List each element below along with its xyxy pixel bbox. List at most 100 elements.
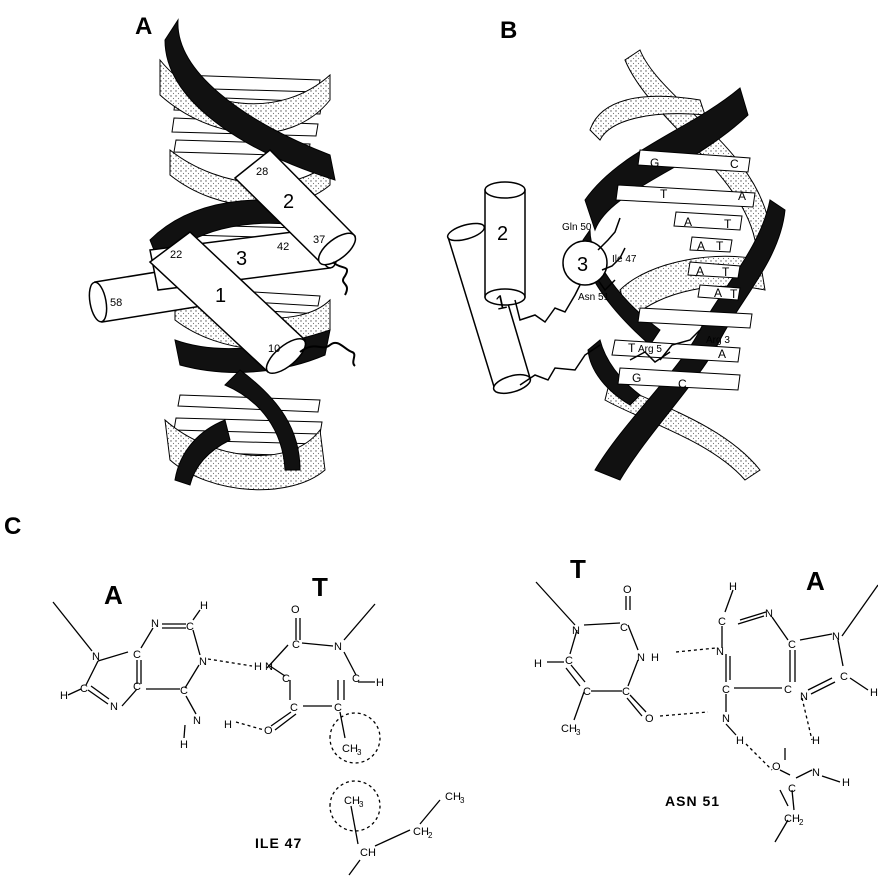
residue-arg5: Arg 5	[638, 344, 662, 355]
atom: H	[842, 777, 850, 789]
atom: N	[265, 661, 273, 673]
atom: CH	[784, 813, 800, 825]
atom: CH	[445, 791, 461, 803]
atom: C	[788, 639, 796, 651]
atom: H	[812, 735, 820, 747]
atom: CH	[342, 743, 358, 755]
atom: C	[840, 671, 848, 683]
panel-a-cylinder-2	[233, 148, 357, 266]
atom: O	[264, 725, 273, 737]
atom: H	[729, 581, 737, 593]
residue-37: 37	[313, 234, 325, 246]
panel-b-base-letters: G C T A A T A T A T A T T A G C	[628, 156, 746, 391]
atom-subscript: 2	[428, 831, 433, 840]
atom: H	[60, 690, 68, 702]
atom: C	[186, 621, 194, 633]
helix-1-label: 1	[215, 285, 226, 307]
atom: H	[200, 600, 208, 612]
b-helix-1-label: 1	[493, 291, 508, 315]
atom: H	[254, 661, 262, 673]
atom: N	[832, 631, 840, 643]
left-base-pair: A T	[52, 572, 465, 876]
atom: C	[133, 681, 141, 693]
residue-28: 28	[256, 166, 268, 178]
right-base-pair: T A	[534, 554, 878, 843]
right-bonds	[535, 581, 878, 843]
right-atoms: N C O N H C H C C O CH 3 H C N C N C C N	[534, 581, 878, 827]
bp-4-right: T	[716, 239, 724, 253]
atom: O	[645, 713, 654, 725]
right-base-T: T	[570, 554, 586, 584]
panel-b-side-chains	[514, 217, 701, 386]
atom: H	[736, 735, 744, 747]
atom: C	[718, 616, 726, 628]
b-helix-3-label: 3	[577, 254, 588, 276]
atom: H	[651, 652, 659, 664]
atom: C	[620, 622, 628, 634]
left-residue-label: ILE 47	[255, 835, 302, 851]
panel-c: C A T	[4, 513, 878, 876]
bp-7-left: T	[628, 341, 636, 355]
bp-2-left: T	[660, 187, 668, 201]
panel-b-cylinder-1	[446, 222, 532, 395]
atom: C	[622, 686, 630, 698]
atom: O	[291, 604, 300, 616]
residue-10: 10	[268, 343, 280, 355]
atom: N	[199, 656, 207, 668]
right-base-A: A	[806, 566, 825, 596]
atom: C	[290, 702, 298, 714]
atom-subscript: 3	[359, 800, 364, 809]
bp-6-left: A	[714, 286, 722, 300]
atom: C	[282, 673, 290, 685]
panel-b-base-pairs	[611, 149, 756, 391]
atom: H	[534, 658, 542, 670]
atom: C	[784, 684, 792, 696]
bp-1-right: C	[730, 157, 739, 171]
atom: C	[133, 649, 141, 661]
atom: N	[800, 691, 808, 703]
helix-2-label: 2	[283, 191, 294, 213]
left-base-T: T	[312, 572, 328, 602]
helix-3-label: 3	[236, 248, 247, 270]
residue-22: 22	[170, 249, 182, 261]
atom: N	[92, 651, 100, 663]
atom: CH	[344, 795, 360, 807]
atom-subscript: 3	[576, 728, 581, 737]
bp-8-right: C	[678, 377, 687, 391]
atom: C	[583, 686, 591, 698]
bp-5-right: T	[722, 265, 730, 279]
atom: C	[722, 684, 730, 696]
atom: H	[180, 739, 188, 751]
bp-1-left: G	[650, 156, 659, 170]
left-atoms: N H C N C C N C H N C N H H H N C C O N	[60, 600, 465, 859]
bp-5-left: A	[696, 264, 704, 278]
residue-58: 58	[110, 297, 122, 309]
bp-6-right: T	[730, 287, 738, 301]
bp-3-left: A	[684, 215, 692, 229]
bp-2-right: A	[738, 189, 746, 203]
atom: CH	[360, 847, 376, 859]
atom-subscript: 3	[357, 748, 362, 757]
panel-b-cylinder-3	[562, 240, 608, 286]
panel-a-cylinder-1	[148, 231, 307, 374]
bp-7-right: A	[718, 347, 726, 361]
atom: N	[722, 713, 730, 725]
left-base-A: A	[104, 580, 123, 610]
panel-a-protein-helices	[88, 148, 357, 374]
atom: CH	[413, 826, 429, 838]
panel-c-label: C	[4, 513, 21, 540]
atom: C	[334, 702, 342, 714]
left-hbonds	[207, 658, 381, 832]
atom: N	[637, 652, 645, 664]
atom: H	[376, 677, 384, 689]
panel-a-label: A	[135, 13, 152, 40]
panel-b-protein-helices	[446, 181, 608, 395]
residue-arg3: Arg 3	[706, 335, 730, 346]
panel-a-loops	[299, 261, 356, 367]
panel-b-labels: 1 2 3 Gln 50 Ile 47 Asn 51 Arg 5 Arg 3	[493, 222, 730, 355]
panel-b-label: B	[500, 17, 517, 44]
right-residue-label: ASN 51	[665, 793, 720, 809]
atom: N	[151, 618, 159, 630]
atom: H	[870, 687, 878, 699]
